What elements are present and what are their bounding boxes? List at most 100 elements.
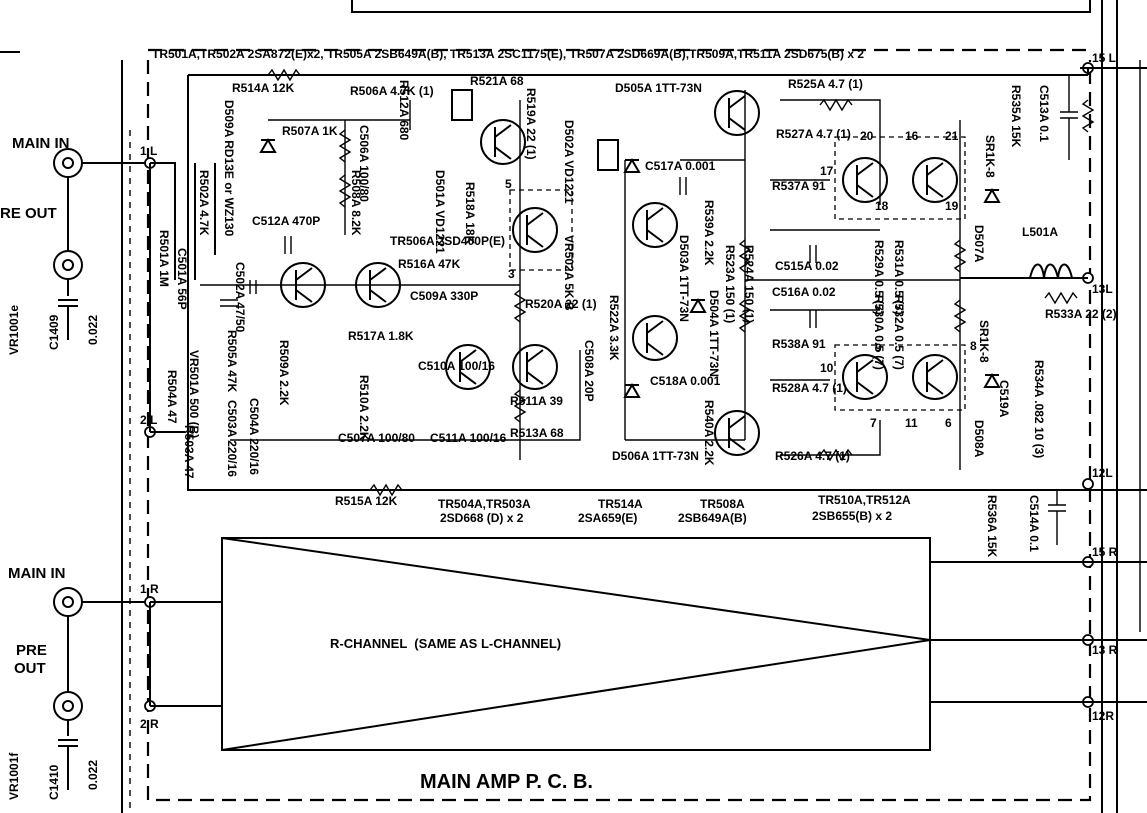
tr514-note: TR514A xyxy=(598,497,643,511)
pin-number: 6 xyxy=(945,416,952,430)
component-label-c503a: C503A 220/16 xyxy=(225,400,239,477)
transistors xyxy=(280,90,958,456)
component-label-r536a: R536A 15K xyxy=(985,495,999,558)
component-label-r521a: R521A 68 xyxy=(470,74,524,88)
r-channel-label: R-CHANNEL (SAME AS L-CHANNEL) xyxy=(330,636,561,651)
component-label-d506a: D506A 1TT-73N xyxy=(612,449,699,463)
component-label-l501a: L501A xyxy=(1022,225,1058,239)
component-label-c508a: C508A 20P xyxy=(582,340,596,402)
component-label-d507a: D507A xyxy=(972,225,986,263)
terminal-13r: 13 R xyxy=(1092,643,1118,657)
pre-out-l-label: RE OUT xyxy=(0,205,57,222)
component-label-c502a: C502A 47/50 xyxy=(233,262,247,333)
pre-out-r-jack xyxy=(53,616,83,790)
component-label-r530a: R530A 0.5 (7) xyxy=(872,295,886,370)
component-label-c514a: C514A 0.1 xyxy=(1027,495,1041,552)
component-label-r528a: R528A 4.7 (1) xyxy=(772,381,847,395)
component-label-d508a: D508A xyxy=(972,420,986,458)
header-note: TR501A,TR502A 2SA872(E)x2, TR505A 2SB649… xyxy=(152,47,864,61)
component-label-r517a: R517A 1.8K xyxy=(348,329,414,343)
c1409-label: C1409 xyxy=(47,314,61,350)
component-label-r514a: R514A 12K xyxy=(232,81,295,95)
tr514-part: 2SA659(E) xyxy=(578,511,637,525)
component-label-c504a: C504A 220/16 xyxy=(247,398,261,475)
component-label-r504a: R504A 47 xyxy=(165,370,179,424)
resistor-symbols xyxy=(267,68,1095,497)
component-label-r531a: R531A 0.5 (7) xyxy=(892,240,906,315)
pcb-border xyxy=(146,48,1092,802)
component-label-r540a: R540A 2.2K xyxy=(702,400,716,466)
component-label-d502a: D502A VD1221 xyxy=(562,120,576,204)
component-label-c509a: C509A 330P xyxy=(410,289,478,303)
component-label-r501a: R501A 1M xyxy=(157,230,171,287)
component-label-c511a: C511A 100/16 xyxy=(430,431,507,445)
main-in-r-label: MAIN IN xyxy=(8,565,66,582)
component-label-r534a: R534A .082 10 (3) xyxy=(1032,360,1046,458)
component-label-r525a: R525A 4.7 (1) xyxy=(788,77,863,91)
component-label-c501a: C501A 56P xyxy=(175,248,189,310)
component-label-r524a: R524A 150 (1) xyxy=(742,245,756,323)
pin-number: 19 xyxy=(945,199,959,213)
pin-number: 10 xyxy=(820,361,834,375)
terminal-1l: 1 L xyxy=(140,144,157,158)
component-label-r518a: R518A 18K xyxy=(463,182,477,245)
pin-number: 18 xyxy=(875,199,889,213)
capacitor-symbols xyxy=(220,75,1078,545)
pre-out-l-jack xyxy=(53,177,83,340)
component-label-r539a: R539A 2.2K xyxy=(702,200,716,266)
main-in-l-jack xyxy=(53,148,150,178)
component-label-r520a: R520A 22 (1) xyxy=(525,297,597,311)
pin-number: 7 xyxy=(870,416,877,430)
component-label-sr1k8a: SR1K-8 xyxy=(983,135,997,178)
component-label-vr501a: VR501A 500 (B) xyxy=(187,350,201,438)
component-label-c506a: C506A 100/80 xyxy=(357,125,371,202)
component-label-r532a: R532A 0.5 (7) xyxy=(892,295,906,370)
pin-number: 17 xyxy=(820,164,834,178)
component-label-r537a: R537A 91 xyxy=(772,179,826,193)
c1409-value: 0.022 xyxy=(86,315,100,345)
pin-number: 20 xyxy=(860,129,874,143)
diode-symbols xyxy=(259,89,1001,398)
component-label-d503a: D503A 1TT-73N xyxy=(677,235,691,322)
r-channel-block xyxy=(221,537,931,751)
c1410-value: 0.022 xyxy=(86,760,100,790)
pre-out-r-label-2: OUT xyxy=(14,660,46,677)
component-label-r511a: R511A 39 xyxy=(510,394,563,408)
component-label-d509a: D509A RD13E or WZ130 xyxy=(222,100,236,237)
component-label-r515a: R515A 12K xyxy=(335,494,398,508)
pin-number: 3 xyxy=(508,267,515,281)
component-label-r527a: R527A 4.7 (1) xyxy=(776,127,851,141)
pin-number: 5 xyxy=(505,177,512,191)
component-label-r538a: R538A 91 xyxy=(772,337,826,351)
component-label-d504a: D504A 1TT-73N xyxy=(707,290,721,377)
component-label-c519a: C519A xyxy=(997,380,1011,418)
tr504-part: 2SD668 (D) x 2 xyxy=(440,511,524,525)
pin-number: 9 xyxy=(875,341,882,355)
tr508-part: 2SB649A(B) xyxy=(678,511,747,525)
component-label-r502a: R502A 4.7K xyxy=(197,170,211,236)
component-label-r516a: R516A 47K xyxy=(398,257,461,271)
component-label-r508a: R508A 8.2K xyxy=(349,170,363,236)
component-label-r535a: R535A 15K xyxy=(1009,85,1023,148)
terminal-12l: 12L xyxy=(1092,466,1113,480)
component-label-tr506a: TR506A 2SD400P(E) xyxy=(390,234,505,248)
tr508-note: TR508A xyxy=(700,497,745,511)
component-label-c515a: C515A 0.02 xyxy=(775,259,839,273)
component-label-r506a: R506A 4.7K (1) xyxy=(350,84,434,98)
vr1001e-label: VR1001e xyxy=(7,305,21,355)
tr504-note: TR504A,TR503A xyxy=(438,497,531,511)
component-label-r507a: R507A 1K xyxy=(282,124,338,138)
component-label-r522a: R522A 3.3K xyxy=(607,295,621,361)
component-label-sr1k8b: SR1K-8 xyxy=(977,320,991,363)
component-label-r526a: R526A 4.7 (1) xyxy=(775,449,850,463)
wiring xyxy=(149,67,1147,707)
component-label-c516a: C516A 0.02 xyxy=(772,285,836,299)
component-label-d505a: D505A 1TT-73N xyxy=(615,81,702,95)
component-label-vr502a: VR502A 5K B xyxy=(562,235,576,311)
pre-out-r-label-1: PRE xyxy=(16,642,47,659)
dashed-modules xyxy=(509,136,966,411)
component-label-r529a: R529A 0.5 (7) xyxy=(872,240,886,315)
main-in-r-jack xyxy=(53,587,150,617)
component-label-r533a: R533A 22 (2) xyxy=(1045,307,1117,321)
